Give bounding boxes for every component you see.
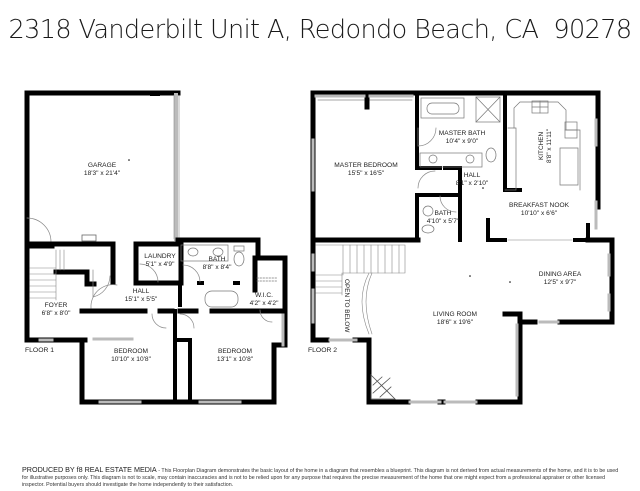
room-label-foyer: FOYER 6'8" x 8'0": [42, 302, 71, 318]
room-label-master-bath: MASTER BATH 10'4" x 9'0": [439, 130, 485, 146]
room-label-breakfast-nook: BREAKFAST NOOK 10'10" x 6'6": [509, 202, 569, 218]
room-size: 10'4" x 9'0": [445, 138, 479, 145]
floor-2-label: FLOOR 2: [308, 347, 338, 354]
floor-1-label: FLOOR 1: [25, 347, 55, 354]
room-name: LIVING ROOM: [433, 311, 477, 318]
room-name: MASTER BATH: [438, 130, 486, 137]
room-label-garage: GARAGE 18'3" x 21'4": [84, 162, 120, 178]
room-label-hall-1: HALL 15'1" x 5'5": [125, 288, 158, 304]
room-size: 5'1" x 4'9": [145, 261, 175, 268]
room-size: 4'2" x 4'2": [249, 300, 279, 307]
room-label-living-room: LIVING ROOM 18'6" x 19'6": [433, 311, 477, 327]
room-label-wic: W.I.C. 4'2" x 4'2": [250, 292, 279, 308]
room-size: 8'1" x 2'10": [455, 180, 489, 187]
disclaimer-footer: PRODUCED BY f8 REAL ESTATE MEDIA - This …: [22, 466, 622, 489]
room-name: FOYER: [44, 302, 68, 309]
room-size: 12'5" x 9'7": [543, 279, 577, 286]
room-name: HALL: [132, 288, 150, 295]
room-size: 13'1" x 10'8": [216, 356, 254, 363]
disclaimer-text: - This Floorplan Diagram demonstrates th…: [22, 468, 619, 488]
room-size: 8'8" x 11'11": [546, 128, 553, 163]
room-size: 10'10" x 10'8": [111, 356, 151, 363]
room-size: 18'6" x 19'6": [436, 319, 474, 326]
room-name: BREAKFAST NOOK: [509, 202, 569, 209]
room-name: KITCHEN: [538, 131, 545, 160]
room-size: 4'10" x 5'7": [426, 218, 460, 225]
room-name: DINING AREA: [538, 271, 582, 278]
room-name: MASTER BEDROOM: [334, 162, 398, 169]
room-name: W.I.C.: [255, 292, 273, 299]
floor-1-plan: [24, 90, 288, 405]
room-size: 8'8" x 8'4": [202, 264, 232, 271]
room-label-hall-2: HALL 8'1" x 2'10": [456, 172, 489, 188]
room-name: BATH: [434, 210, 452, 217]
producer-credit: PRODUCED BY f8 REAL ESTATE MEDIA: [22, 465, 157, 474]
room-size: 15'1" x 5'5": [124, 296, 158, 303]
room-name: BEDROOM: [217, 348, 253, 355]
room-size: 6'8" x 8'0": [41, 310, 71, 317]
room-name: HALL: [463, 172, 481, 179]
room-size: 15'5" x 16'5": [347, 170, 385, 177]
open-to-below-annotation: OPEN TO BELOW: [343, 279, 350, 333]
room-name: BATH: [208, 256, 226, 263]
property-address-title: 2318 Vanderbilt Unit A, Redondo Beach, C…: [8, 15, 632, 45]
room-name: LAUNDRY: [144, 253, 176, 260]
room-name: BEDROOM: [113, 348, 149, 355]
room-name: GARAGE: [87, 162, 117, 169]
room-label-master-bedroom: MASTER BEDROOM 15'5" x 16'5": [334, 162, 397, 178]
room-label-bedroom-2: BEDROOM 13'1" x 10'8": [217, 348, 253, 364]
room-label-bedroom-1: BEDROOM 10'10" x 10'8": [111, 348, 151, 364]
room-label-bath-1: BATH 8'8" x 8'4": [203, 256, 232, 272]
room-size: 18'3" x 21'4": [83, 170, 121, 177]
room-label-bath-2: BATH 4'10" x 5'7": [427, 210, 460, 226]
room-label-laundry: LAUNDRY 5'1" x 4'9": [144, 253, 175, 269]
room-size: 10'10" x 6'6": [520, 210, 558, 217]
scale-markers: [128, 159, 511, 283]
room-label-kitchen: KITCHEN 8'8" x 11'11": [538, 129, 554, 163]
floor-2-plan: [310, 90, 615, 405]
room-label-dining-area: DINING AREA 12'5" x 9'7": [539, 271, 582, 287]
